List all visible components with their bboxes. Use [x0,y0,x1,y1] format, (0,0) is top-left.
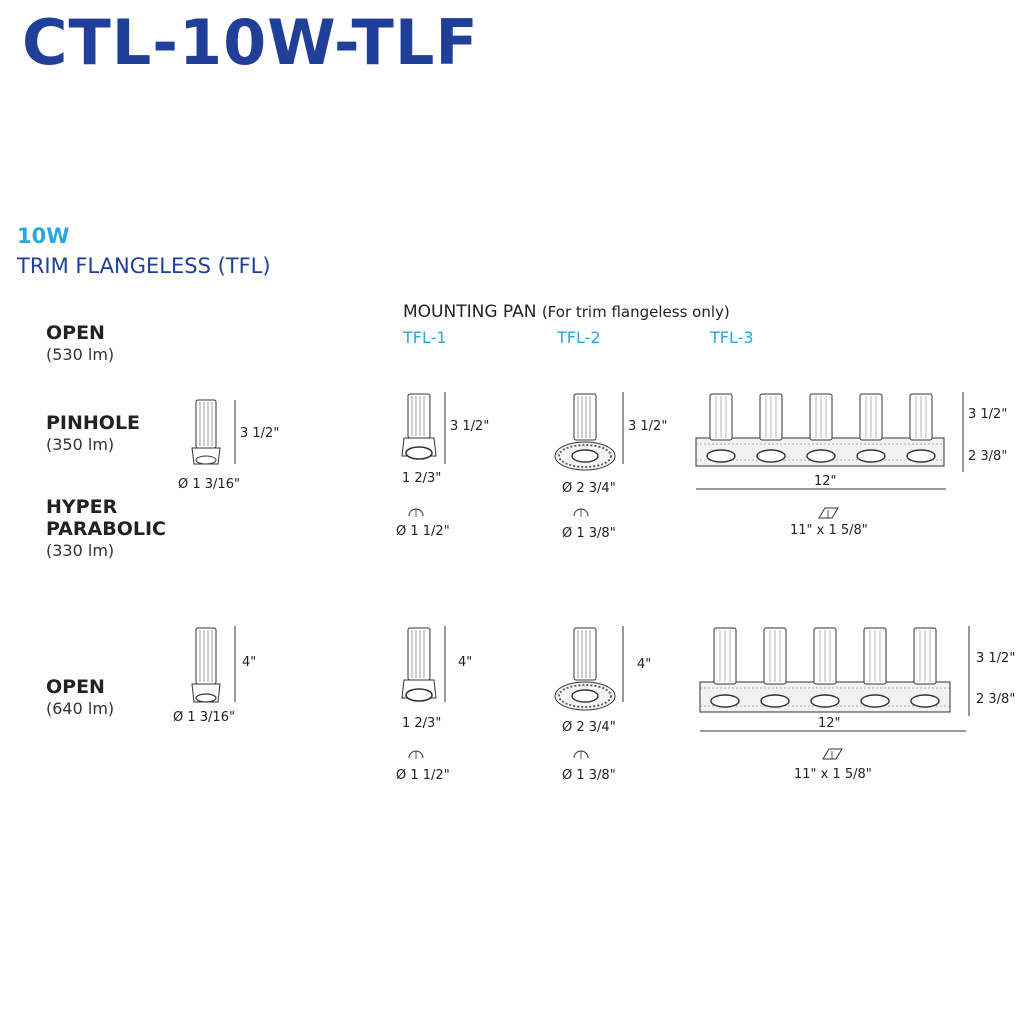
tfl3-pan-height: 2 3/8" [968,449,1008,464]
fixture-height: 4" [242,655,257,670]
mounting-pan-heading: MOUNTING PAN (For trim flangeless only) [403,302,730,322]
tfl3-label: TFL-3 [710,328,754,347]
dimension-line [234,626,236,702]
mounting-pan-note: (For trim flangeless only) [541,303,730,321]
cutout-icon [573,750,589,759]
tfl3-drawing [695,393,945,467]
tfl3-cutout: 11" x 1 5/8" [790,523,868,538]
rect-cutout-icon [818,507,839,519]
tfl2-diameter: Ø 2 3/4" [562,481,616,496]
dimension-line [968,626,970,716]
tfl2-drawing [554,627,616,711]
tfl3-height: 3 1/2" [976,651,1016,666]
tfl3-length: 12" [818,716,841,731]
option-name: OPEN [46,322,105,344]
dimension-line [962,392,964,472]
mounting-pan-title: MOUNTING PAN [403,302,537,322]
option-hyper-parabolic: HYPER PARABOLIC (330 lm) [46,496,166,562]
dimension-line [700,730,966,732]
tfl2-label: TFL-2 [557,328,601,347]
cutout-icon [573,508,589,517]
tfl3-cutout: 11" x 1 5/8" [794,767,872,782]
tfl1-height: 3 1/2" [450,419,490,434]
fixture-drawing [191,399,221,465]
tfl3-pan-height: 2 3/8" [976,692,1016,707]
dimension-line [696,488,946,490]
tfl1-label: TFL-1 [403,328,447,347]
option-lumens: (640 lm) [46,699,115,718]
fixture-drawing [191,627,221,703]
tfl1-cutout: Ø 1 1/2" [396,768,450,783]
fixture-diameter: Ø 1 3/16" [178,477,240,492]
option-pinhole: PINHOLE (350 lm) [46,412,140,456]
cutout-icon [408,750,424,759]
tfl2-height: 3 1/2" [628,419,668,434]
option-name-line2: PARABOLIC [46,518,166,540]
page-title: CTL-10W-TLF [22,6,479,79]
tfl2-cutout: Ø 1 3/8" [562,768,616,783]
tfl1-width: 1 2/3" [402,471,442,486]
dimension-line [444,626,446,702]
option-name: OPEN [46,676,105,698]
option-name: PINHOLE [46,412,141,434]
dimension-line [622,392,624,464]
wattage-label: 10W [17,224,70,248]
tfl2-drawing [554,393,616,471]
option-lumens: (330 lm) [46,541,115,560]
tfl3-drawing [699,627,951,713]
dimension-line [444,392,446,464]
option-lumens: (530 lm) [46,345,115,364]
cutout-icon [408,508,424,517]
option-open: OPEN (530 lm) [46,322,114,366]
tfl2-diameter: Ø 2 3/4" [562,720,616,735]
tfl1-height: 4" [458,655,473,670]
rect-cutout-icon [822,748,843,760]
dimension-line [234,400,236,464]
option-name-line1: HYPER [46,496,118,518]
tfl3-height: 3 1/2" [968,407,1008,422]
series-label: TRIM FLANGELESS (TFL) [17,254,271,278]
option-open-640: OPEN (640 lm) [46,676,114,720]
fixture-diameter: Ø 1 3/16" [173,710,235,725]
tfl1-cutout: Ø 1 1/2" [396,524,450,539]
tfl2-cutout: Ø 1 3/8" [562,526,616,541]
tfl1-width: 1 2/3" [402,716,442,731]
tfl2-height: 4" [637,657,652,672]
tfl1-drawing [401,627,437,702]
dimension-line [622,626,624,702]
tfl1-drawing [401,393,437,460]
option-lumens: (350 lm) [46,435,115,454]
fixture-height: 3 1/2" [240,426,280,441]
tfl3-length: 12" [814,474,837,489]
